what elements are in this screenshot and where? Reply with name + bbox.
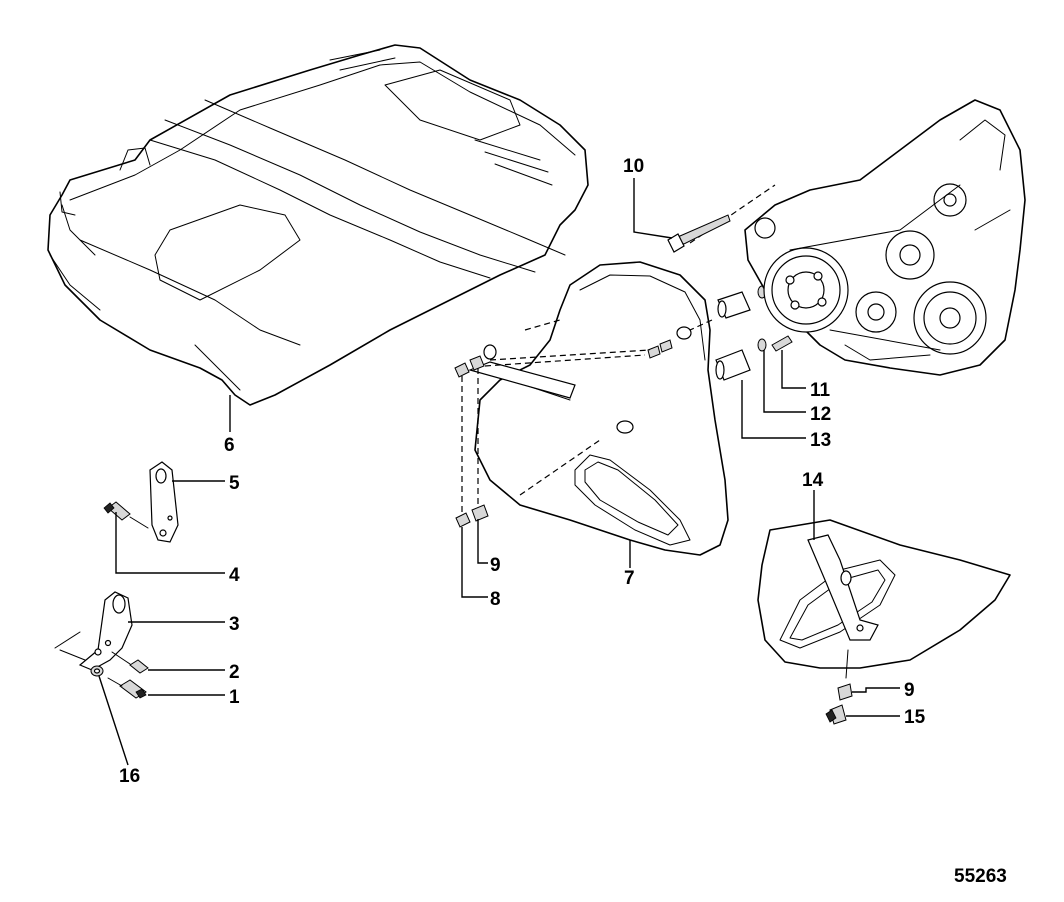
callout-16: 16 [119, 766, 140, 787]
lower-guard-part-14 [757, 519, 1011, 679]
assembly-lines [461, 184, 776, 515]
callout-8: 8 [490, 589, 501, 610]
stud-part-11 [771, 335, 793, 352]
callout-14: 14 [802, 470, 824, 491]
callout-10: 10 [623, 156, 644, 177]
bolt-part-10 [667, 214, 731, 253]
screw-part-2 [111, 651, 149, 674]
leader-lines [98, 178, 900, 766]
bracket-part-3 [54, 591, 133, 671]
callout-12: 12 [810, 404, 831, 425]
engine-cover-part-6 [47, 44, 589, 406]
callout-6: 6 [224, 435, 235, 456]
screw-part-8 [454, 345, 661, 528]
callout-9-lower: 9 [904, 680, 915, 701]
bracket-part-5 [149, 461, 179, 543]
spacer-part-9 [469, 339, 673, 522]
bolt-part-15 [825, 704, 847, 725]
callout-1: 1 [229, 687, 240, 708]
callout-7: 7 [624, 568, 635, 589]
callout-15: 15 [904, 707, 926, 728]
figure-reference-number: 55263 [954, 866, 1007, 887]
spacer-part-13 [715, 291, 751, 381]
spacer-part-9-lower [837, 683, 853, 701]
screw-part-1 [107, 677, 147, 699]
engine-pulley-assembly [744, 99, 1026, 376]
callout-9-guard: 9 [490, 555, 501, 576]
callout-11: 11 [810, 380, 831, 401]
callout-5: 5 [229, 473, 240, 494]
bolt-part-4 [103, 501, 149, 529]
callout-labels: 1 2 3 4 5 6 7 8 9 10 11 12 13 14 9 15 16 [119, 156, 926, 787]
washer-part-16 [90, 665, 104, 677]
callout-2: 2 [229, 662, 240, 683]
callout-13: 13 [810, 430, 831, 451]
callout-4: 4 [229, 565, 240, 586]
belt-guard-part-7 [468, 261, 729, 556]
callout-3: 3 [229, 614, 240, 635]
